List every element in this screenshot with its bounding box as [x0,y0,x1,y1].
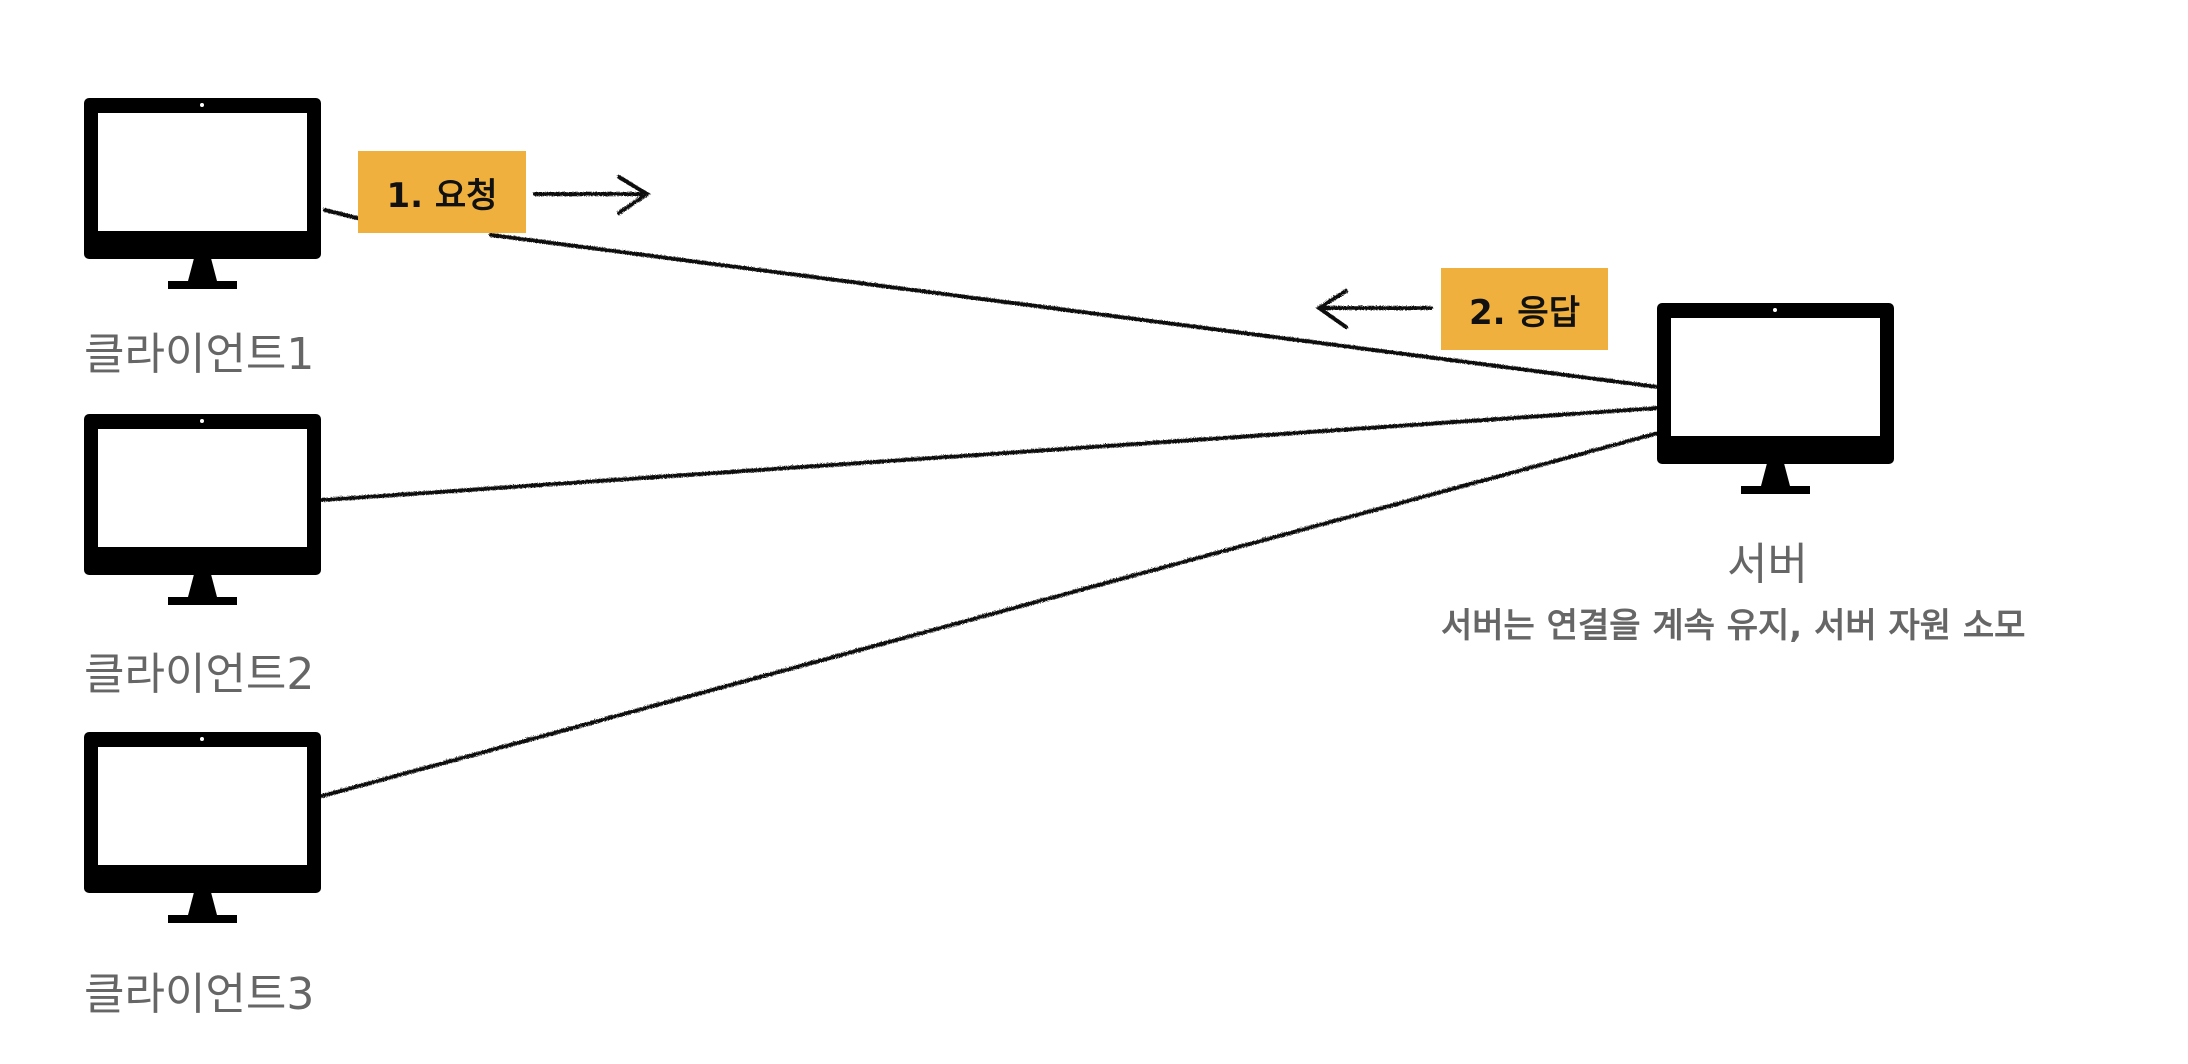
client2-label: 클라이언트2 [84,649,315,700]
connection-line-client1 [322,207,1659,388]
client3-label: 클라이언트3 [84,969,315,1020]
server-label: 서버 [1727,539,1808,590]
connection-line-client2 [319,405,1659,501]
connection-line-client3 [319,430,1659,797]
response-arrow [1314,288,1432,328]
client1-label: 클라이언트1 [84,329,315,380]
request-tag: 1. 요청 [358,151,526,233]
request-arrow [532,174,650,214]
server-note: 서버는 연결을 계속 유지, 서버 자원 소모 [1441,606,2026,646]
response-tag: 2. 응답 [1441,268,1608,350]
